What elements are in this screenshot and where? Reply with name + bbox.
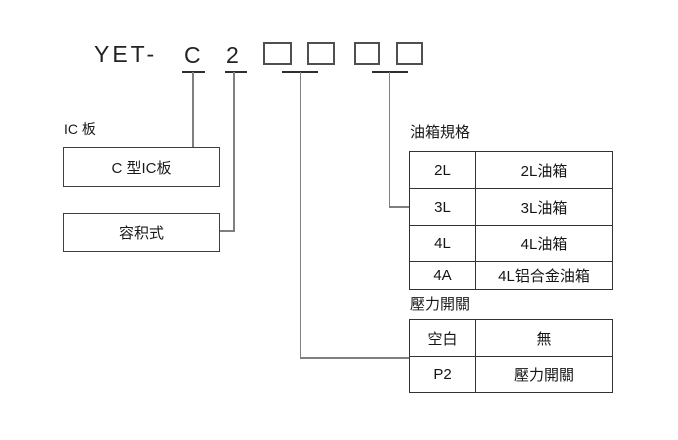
tick-under-2 xyxy=(225,71,247,73)
tank-row-code: 4L xyxy=(410,226,476,261)
placeholder-box-4 xyxy=(396,42,423,65)
placeholder-box-1 xyxy=(263,42,292,65)
code-segment-c: C xyxy=(184,42,201,68)
tank-row-desc: 4L油箱 xyxy=(520,236,568,253)
table-row: 空白 無 xyxy=(410,320,612,356)
connector-pair2-horizontal xyxy=(389,206,409,208)
tank-spec-label: 油箱規格 xyxy=(410,124,471,141)
table-row: P2 壓力開關 xyxy=(410,356,612,392)
volumetric-value-box: 容积式 xyxy=(63,213,220,252)
model-prefix-text: YET- xyxy=(94,41,158,67)
connector-c-vertical xyxy=(192,72,194,147)
table-row: 2L 2L油箱 xyxy=(410,152,612,188)
ic-board-label: IC 板 xyxy=(64,121,96,137)
tank-row-code: 2L xyxy=(410,152,476,188)
connector-pair2-vertical xyxy=(388,72,390,208)
tank-row-desc: 2L油箱 xyxy=(520,162,568,180)
placeholder-box-2 xyxy=(307,42,335,65)
ic-board-value-box: C 型IC板 xyxy=(63,147,220,187)
table-row: 4L 4L油箱 xyxy=(410,225,612,261)
placeholder-box-3 xyxy=(354,42,380,65)
ps-row-code: P2 xyxy=(410,357,476,392)
ps-row-desc: 無 xyxy=(536,330,552,348)
tank-row-code: 4A xyxy=(410,262,476,289)
tank-spec-table: 2L 2L油箱 3L 3L油箱 4L 4L油箱 4A 4L铝合金油箱 xyxy=(409,151,613,290)
code-segment-2: 2 xyxy=(226,42,239,68)
tick-under-c xyxy=(182,71,205,73)
connector-2-vertical xyxy=(233,72,235,232)
ps-row-desc: 壓力開關 xyxy=(513,367,574,384)
tank-row-code: 3L xyxy=(410,189,476,225)
tick-under-pair-2 xyxy=(372,71,408,73)
ic-board-value: C 型IC板 xyxy=(111,159,172,177)
connector-pair1-vertical xyxy=(299,72,301,359)
connector-pair1-horizontal xyxy=(300,357,409,359)
tank-row-desc: 4L铝合金油箱 xyxy=(498,268,590,285)
tank-row-desc: 3L油箱 xyxy=(520,199,568,217)
pressure-switch-label: 壓力開關 xyxy=(410,296,471,313)
connector-2-horizontal xyxy=(220,230,235,232)
volumetric-value: 容积式 xyxy=(118,225,164,242)
table-row: 4A 4L铝合金油箱 xyxy=(410,261,612,289)
pressure-switch-table: 空白 無 P2 壓力開關 xyxy=(409,319,613,393)
table-row: 3L 3L油箱 xyxy=(410,188,612,225)
ps-row-code: 空白 xyxy=(410,320,476,356)
